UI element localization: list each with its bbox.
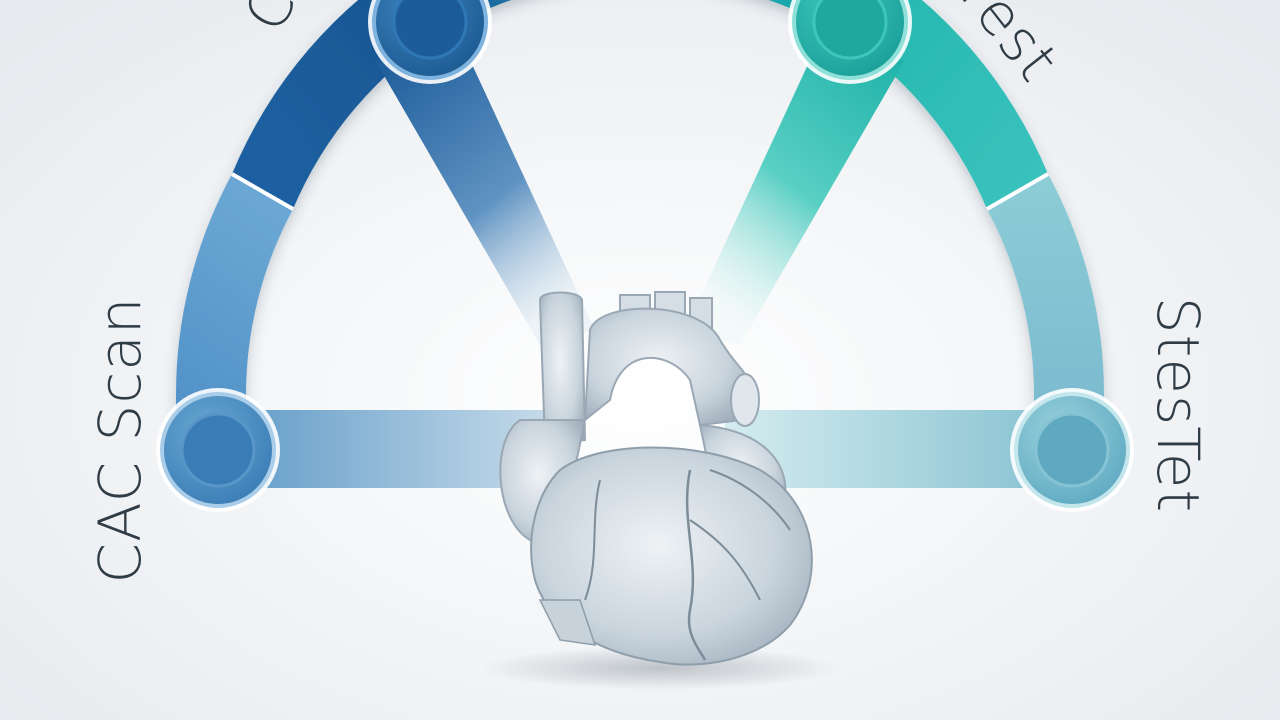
arc-divider [231,172,294,211]
gauge-arc [175,0,1105,440]
label-stress-test: StesTet [1144,296,1212,514]
arc-segment-left [175,174,293,440]
spoke-left [375,60,595,345]
label-cac-scan: CAC Scan [86,296,154,584]
node-top-right [788,0,912,84]
heart-icon [499,291,813,666]
node-top-left [368,0,492,84]
arc-divider [986,172,1049,211]
node-right [1010,388,1134,512]
spoke-right [685,60,905,345]
spokes [375,60,905,345]
heart-shadow [480,646,840,690]
arc-segment-right [987,174,1105,440]
node-left [156,388,280,512]
